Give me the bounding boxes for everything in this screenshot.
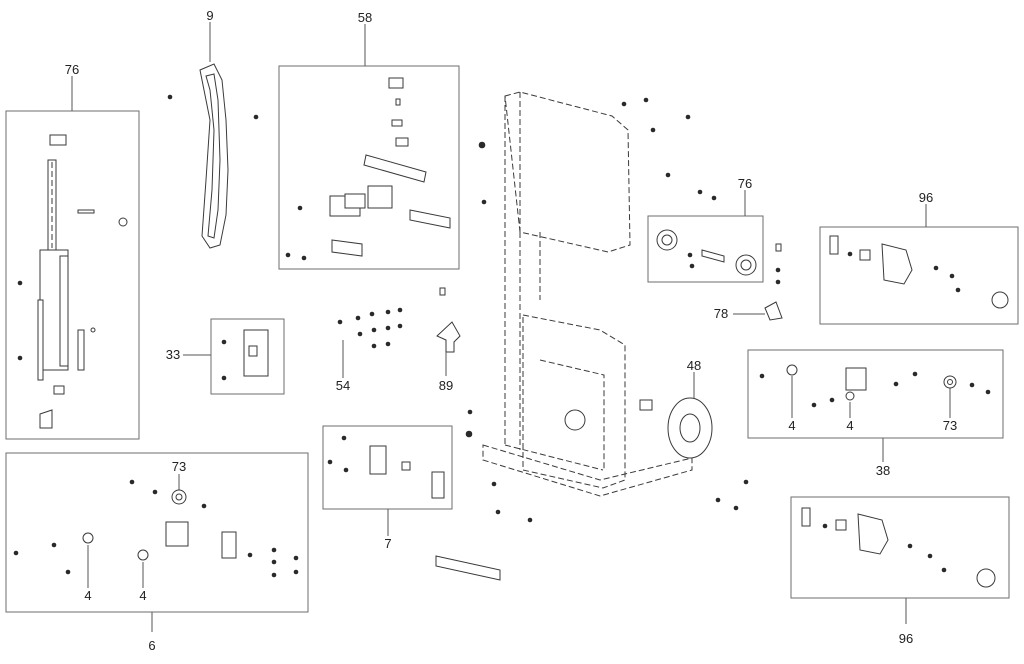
part-78-clip: 78 bbox=[714, 301, 783, 321]
group-76-left: 76 bbox=[5, 62, 140, 440]
callout-96-bottom: 96 bbox=[899, 631, 913, 646]
group-7: 7 bbox=[322, 425, 453, 551]
part-89-bracket: 89 bbox=[436, 287, 461, 393]
loose-hardware bbox=[435, 97, 749, 581]
callout-54: 54 bbox=[336, 378, 350, 393]
callout-4-b: 4 bbox=[139, 588, 146, 603]
group-6: 6 73 4 4 bbox=[5, 452, 309, 653]
callout-7: 7 bbox=[384, 536, 391, 551]
callout-48: 48 bbox=[687, 358, 701, 373]
callout-89: 89 bbox=[439, 378, 453, 393]
part-9-guide-bar: 9 bbox=[167, 8, 259, 249]
callout-38: 38 bbox=[876, 463, 890, 478]
group-58: 58 bbox=[278, 10, 460, 270]
main-frame bbox=[482, 91, 693, 497]
callout-33: 33 bbox=[166, 347, 180, 362]
group-54: 54 bbox=[336, 307, 403, 393]
callout-4-d: 4 bbox=[846, 418, 853, 433]
callout-76-left: 76 bbox=[65, 62, 79, 77]
callout-6: 6 bbox=[148, 638, 155, 653]
callout-58: 58 bbox=[358, 10, 372, 25]
callout-78: 78 bbox=[714, 306, 728, 321]
callout-73-left: 73 bbox=[172, 459, 186, 474]
group-38: 38 4 4 73 bbox=[747, 349, 1004, 478]
part-48-wheel-cover: 48 bbox=[639, 358, 713, 459]
callout-4-c: 4 bbox=[788, 418, 795, 433]
group-33: 33 bbox=[166, 318, 285, 395]
callout-73-right: 73 bbox=[943, 418, 957, 433]
group-96-bottom: 96 bbox=[790, 496, 1010, 646]
callout-96-top: 96 bbox=[919, 190, 933, 205]
callout-9: 9 bbox=[206, 8, 213, 23]
group-96-top: 96 bbox=[819, 190, 1019, 325]
callout-4-a: 4 bbox=[84, 588, 91, 603]
group-76-right: 76 bbox=[647, 176, 782, 285]
callout-76-right: 76 bbox=[738, 176, 752, 191]
